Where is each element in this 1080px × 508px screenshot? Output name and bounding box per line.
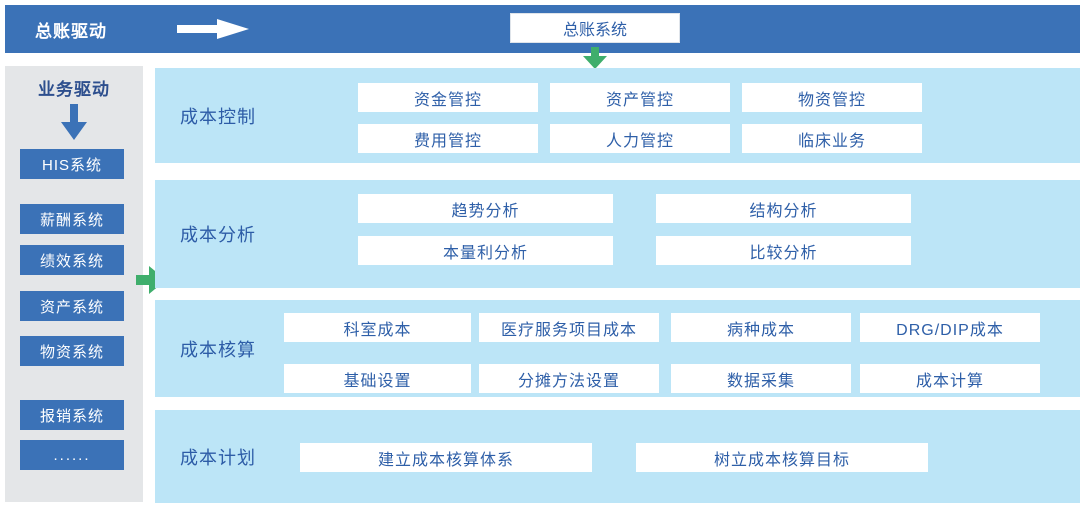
sidebar-item-payroll-system: 薪酬系统: [20, 204, 124, 234]
clinical-business-box: 临床业务: [742, 124, 922, 153]
sidebar-item-asset-system: 资产系统: [20, 291, 124, 321]
data-collection-box: 数据采集: [671, 364, 851, 393]
allocation-method-box: 分摊方法设置: [479, 364, 659, 393]
sidebar-item-his-system: HIS系统: [20, 149, 124, 179]
basic-settings-box: 基础设置: [284, 364, 471, 393]
hr-control-box: 人力管控: [550, 124, 730, 153]
cost-planning-label: 成本计划: [180, 447, 256, 468]
business-driven-label: 业务驱动: [38, 80, 110, 99]
down-arrow-icon: [61, 104, 87, 140]
cost-accounting-label: 成本核算: [180, 339, 256, 360]
medical-service-cost-box: 医疗服务项目成本: [479, 313, 659, 342]
general-ledger-system-box: 总账系统: [510, 13, 680, 43]
sidebar-item-material-system: 物资系统: [20, 336, 124, 366]
sidebar-item-reimbursement-system: 报销系统: [20, 400, 124, 430]
ledger-driven-bar: 总账驱动 总账系统: [5, 5, 1080, 53]
asset-control-box: 资产管控: [550, 83, 730, 112]
cost-analysis-label: 成本分析: [180, 225, 256, 245]
down-arrow-icon: [583, 47, 607, 69]
fund-control-box: 资金管控: [358, 83, 538, 112]
comparative-analysis-box: 比较分析: [656, 236, 911, 265]
sidebar-item-ellipsis: ......: [20, 440, 124, 470]
expense-control-box: 费用管控: [358, 124, 538, 153]
right-arrow-icon: [136, 265, 166, 295]
department-cost-box: 科室成本: [284, 313, 471, 342]
right-arrow-icon: [177, 19, 249, 39]
cost-analysis-row: 成本分析 趋势分析 结构分析 本量利分析 比较分析: [155, 180, 1080, 288]
sidebar-item-performance-system: 绩效系统: [20, 245, 124, 275]
cost-planning-row: 成本计划 建立成本核算体系 树立成本核算目标: [155, 410, 1080, 503]
disease-cost-box: 病种成本: [671, 313, 851, 342]
ledger-driven-label: 总账驱动: [35, 21, 107, 41]
business-driven-panel: 业务驱动 HIS系统 薪酬系统 绩效系统 资产系统 物资系统 报销系统 ....…: [5, 66, 143, 502]
material-control-box: 物资管控: [742, 83, 922, 112]
cost-accounting-row: 成本核算 科室成本 医疗服务项目成本 病种成本 DRG/DIP成本 基础设置 分…: [155, 300, 1080, 397]
set-cost-accounting-goals-box: 树立成本核算目标: [636, 443, 928, 472]
structure-analysis-box: 结构分析: [656, 194, 911, 223]
cost-calculation-box: 成本计算: [860, 364, 1040, 393]
trend-analysis-box: 趋势分析: [358, 194, 613, 223]
drg-dip-cost-box: DRG/DIP成本: [860, 313, 1040, 342]
build-cost-accounting-system-box: 建立成本核算体系: [300, 443, 592, 472]
cost-control-label: 成本控制: [180, 106, 256, 127]
cvp-analysis-box: 本量利分析: [358, 236, 613, 265]
cost-control-row: 成本控制 资金管控 资产管控 物资管控 费用管控 人力管控 临床业务: [155, 68, 1080, 163]
